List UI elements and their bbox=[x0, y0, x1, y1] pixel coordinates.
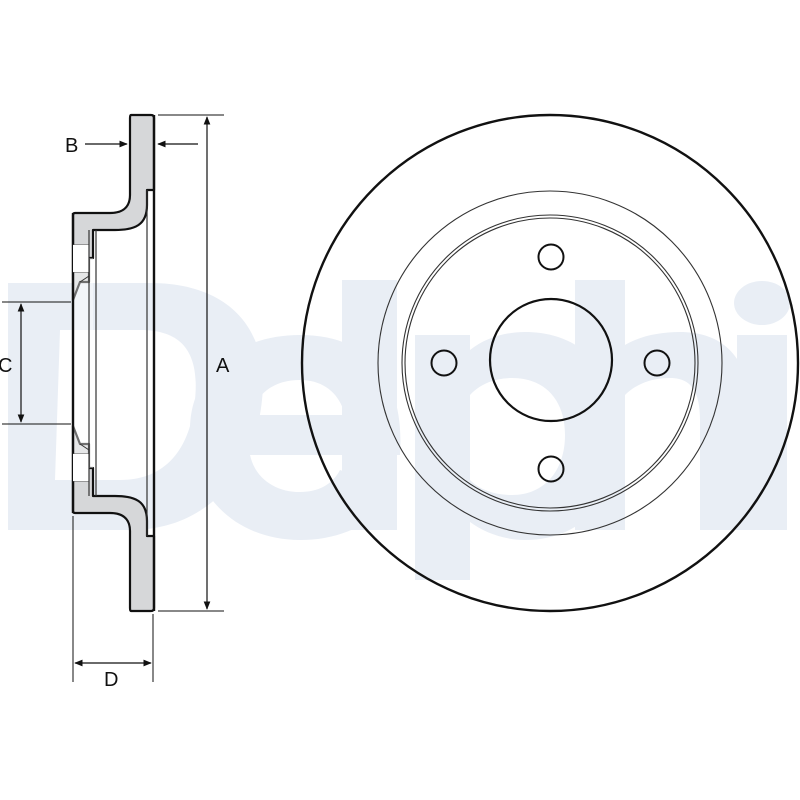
outer-disc-edge bbox=[300, 113, 800, 613]
hat-ring-outer bbox=[401, 214, 699, 512]
watermark-letter-i bbox=[737, 335, 787, 530]
bolt-hole-bottom bbox=[537, 455, 565, 483]
watermark-letter-l bbox=[342, 280, 397, 530]
dimension-b-label: B bbox=[65, 135, 78, 157]
watermark-letter-h bbox=[575, 280, 750, 530]
bolt-hole-left bbox=[430, 349, 458, 377]
hat-ring-inner bbox=[404, 217, 696, 509]
dimension-d-label: D bbox=[104, 669, 118, 691]
watermark-letter-i-dot bbox=[734, 281, 790, 325]
delphi-watermark bbox=[8, 280, 790, 580]
side-view-hub bbox=[73, 258, 93, 468]
dimension-d: D bbox=[72, 516, 154, 691]
side-view bbox=[71, 113, 156, 613]
dimension-a: A bbox=[158, 114, 230, 612]
dimension-c: C bbox=[0, 301, 71, 425]
bolt-hole-top bbox=[537, 243, 565, 271]
dimension-b: B bbox=[65, 135, 198, 157]
bolt-hole-right bbox=[643, 349, 671, 377]
dimension-c-label: C bbox=[0, 355, 12, 377]
hub-bore bbox=[488, 297, 614, 423]
front-view bbox=[300, 113, 800, 613]
dimension-a-label: A bbox=[216, 355, 230, 377]
watermark-letter-p bbox=[415, 332, 620, 580]
friction-ring-inner-edge bbox=[377, 190, 723, 536]
